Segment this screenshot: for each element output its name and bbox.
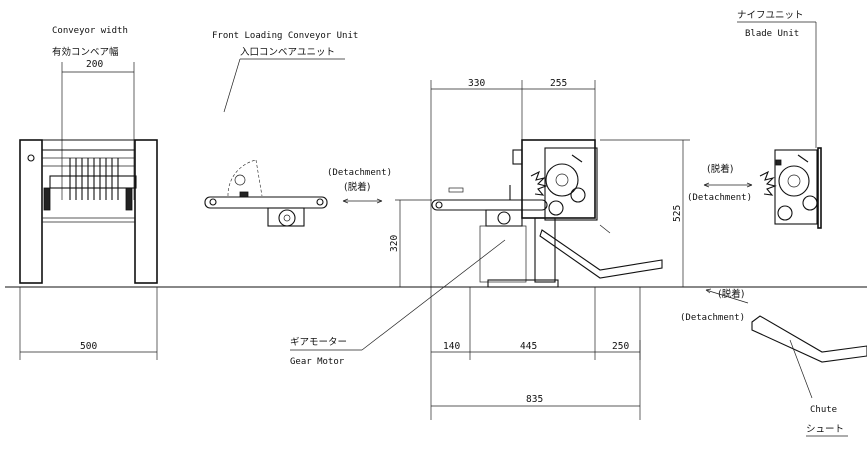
label-chute-jp: シュート — [806, 424, 844, 435]
detachment-arrow-1: (Detachment) (脱着) — [327, 168, 392, 204]
label-blade-unit-jp: ナイフユニット — [737, 10, 804, 21]
label-detach-jp-3: (脱着) — [718, 288, 744, 300]
front-view: Conveyor width 有効コンベア幅 200 — [19, 26, 158, 360]
dim-200: 200 — [86, 59, 103, 70]
dim-500: 500 — [80, 341, 97, 352]
dim-525: 525 — [672, 205, 683, 222]
blade-array — [69, 158, 119, 200]
label-detach-jp-1: (脱着) — [344, 181, 370, 193]
dim-445: 445 — [520, 341, 537, 352]
label-detach-en-2: (Detachment) — [687, 193, 752, 203]
gear-motor-callout: ギアモーター Gear Motor — [290, 239, 506, 367]
label-gear-motor-jp: ギアモーター — [290, 337, 347, 348]
label-conveyor-width-jp: 有効コンベア幅 — [52, 46, 119, 58]
detachment-arrow-2: (脱着) (Detachment) — [687, 163, 753, 203]
dim-320: 320 — [389, 235, 400, 252]
label-front-unit-jp: 入口コンベアユニット — [240, 47, 335, 58]
label-conveyor-width-en: Conveyor width — [52, 26, 128, 36]
label-blade-unit-en: Blade Unit — [745, 29, 799, 39]
dim-255: 255 — [550, 78, 567, 89]
label-detach-en-1: (Detachment) — [327, 168, 392, 178]
side-view-machine: 330 255 525 320 — [389, 78, 690, 420]
label-front-unit-en: Front Loading Conveyor Unit — [212, 31, 358, 41]
dim-330: 330 — [468, 78, 485, 89]
dim-140: 140 — [443, 341, 460, 352]
dim-250: 250 — [612, 341, 629, 352]
dim-835: 835 — [526, 394, 543, 405]
detachment-arrow-3: (脱着) (Detachment) — [680, 288, 749, 323]
blade-unit: ナイフユニット Blade Unit — [737, 10, 822, 229]
label-detach-jp-2: (脱着) — [707, 163, 733, 175]
label-gear-motor-en: Gear Motor — [290, 357, 345, 367]
front-loading-conveyor-unit: Front Loading Conveyor Unit 入口コンベアユニット — [204, 31, 358, 227]
label-detach-en-3: (Detachment) — [680, 313, 745, 323]
label-chute-en: Chute — [810, 405, 837, 415]
chute: Chute シュート — [751, 315, 867, 437]
